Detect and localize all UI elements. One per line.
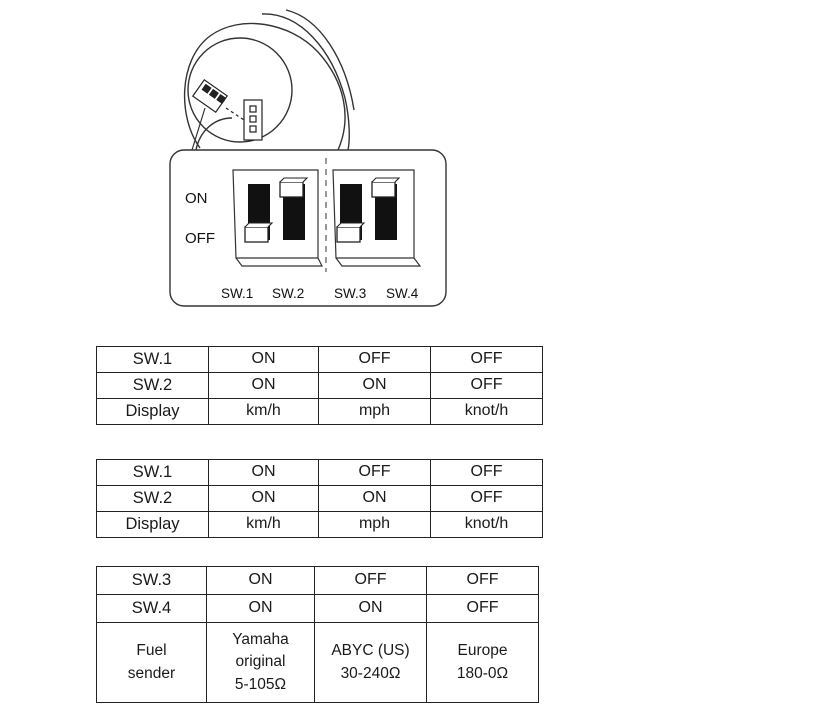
table-cell: ON: [208, 485, 319, 512]
table-cell: ON: [208, 346, 319, 373]
switch-slot: [283, 184, 305, 240]
table-cell: km/h: [208, 511, 319, 538]
row-header: SW.3: [96, 566, 207, 595]
switch-housing-left: [232, 169, 323, 267]
switch-knob: [336, 226, 361, 243]
table-cell: ABYC (US) 30-240Ω: [314, 622, 427, 703]
dip-switch-diagram: ON OFF SW.1 SW.2 SW.3 SW.4: [169, 9, 447, 307]
table-cell: OFF: [318, 459, 431, 486]
table-cell: OFF: [430, 485, 543, 512]
switch-knob: [371, 181, 396, 198]
callout-box: [169, 149, 447, 307]
switch-2: [279, 177, 309, 240]
cell-line: 30-240Ω: [340, 664, 401, 682]
switch-label-3: SW.3: [334, 286, 366, 301]
table-cell: ON: [206, 594, 315, 623]
cell-line: ABYC (US): [331, 642, 410, 660]
speed-table-2: SW.1 ON OFF OFF SW.2 ON ON OFF Display k…: [96, 459, 543, 538]
switch-slot: [375, 184, 397, 240]
table-cell: Europe 180-0Ω: [426, 622, 539, 703]
row-header: Display: [96, 511, 209, 538]
table-cell: OFF: [430, 372, 543, 399]
switch-knob-top: [244, 222, 274, 228]
on-label: ON: [185, 190, 208, 207]
table-cell: ON: [208, 372, 319, 399]
table-cell: OFF: [426, 594, 539, 623]
switch-4: [371, 177, 401, 240]
fuel-sender-label: Fuel sender: [96, 622, 207, 703]
switch-knob-top: [336, 222, 366, 228]
table-cell: OFF: [430, 346, 543, 373]
table-cell: mph: [318, 511, 431, 538]
gauge-housing: [183, 9, 355, 151]
switch-label-2: SW.2: [272, 286, 304, 301]
row-header: Display: [96, 398, 209, 425]
switch-knob: [279, 181, 304, 198]
table-cell: mph: [318, 398, 431, 425]
row-header: SW.1: [96, 459, 209, 486]
callout-leader: [191, 107, 206, 151]
cell-line: Europe: [457, 642, 508, 660]
switch-knob-top: [371, 177, 401, 183]
table-cell: ON: [318, 372, 431, 399]
table-cell: ON: [314, 594, 427, 623]
off-label: OFF: [185, 230, 215, 247]
row-header: SW.1: [96, 346, 209, 373]
switch-label-1: SW.1: [221, 286, 253, 301]
cell-line: 5-105Ω: [234, 675, 287, 693]
fuel-sender-table: SW.3 ON OFF OFF SW.4 ON ON OFF Fuel send…: [96, 566, 539, 703]
fuel-sender-label-line: sender: [127, 664, 176, 682]
switch-label-4: SW.4: [386, 286, 419, 301]
cell-line: Yamaha: [232, 630, 289, 648]
housing-switch-block: [191, 78, 263, 141]
row-header: SW.4: [96, 594, 207, 623]
cell-line: 180-0Ω: [456, 664, 509, 682]
row-header: SW.2: [96, 372, 209, 399]
switch-housing-right: [332, 169, 422, 267]
switch-3: [336, 184, 366, 243]
table-cell: ON: [206, 566, 315, 595]
cell-line: original: [235, 653, 286, 671]
fuel-sender-label-line: Fuel: [136, 642, 167, 660]
table-cell: OFF: [318, 346, 431, 373]
table-cell: OFF: [426, 566, 539, 595]
switch-1: [244, 184, 274, 243]
table-cell: knot/h: [430, 511, 543, 538]
row-header: SW.2: [96, 485, 209, 512]
table-cell: OFF: [430, 459, 543, 486]
table-cell: ON: [318, 485, 431, 512]
table-cell: OFF: [314, 566, 427, 595]
table-cell: km/h: [208, 398, 319, 425]
table-cell: knot/h: [430, 398, 543, 425]
switch-knob-top: [279, 177, 309, 183]
switch-knob: [244, 226, 269, 243]
speed-table-1: SW.1 ON OFF OFF SW.2 ON ON OFF Display k…: [96, 346, 543, 425]
table-cell: Yamaha original 5-105Ω: [206, 622, 315, 703]
table-cell: ON: [208, 459, 319, 486]
